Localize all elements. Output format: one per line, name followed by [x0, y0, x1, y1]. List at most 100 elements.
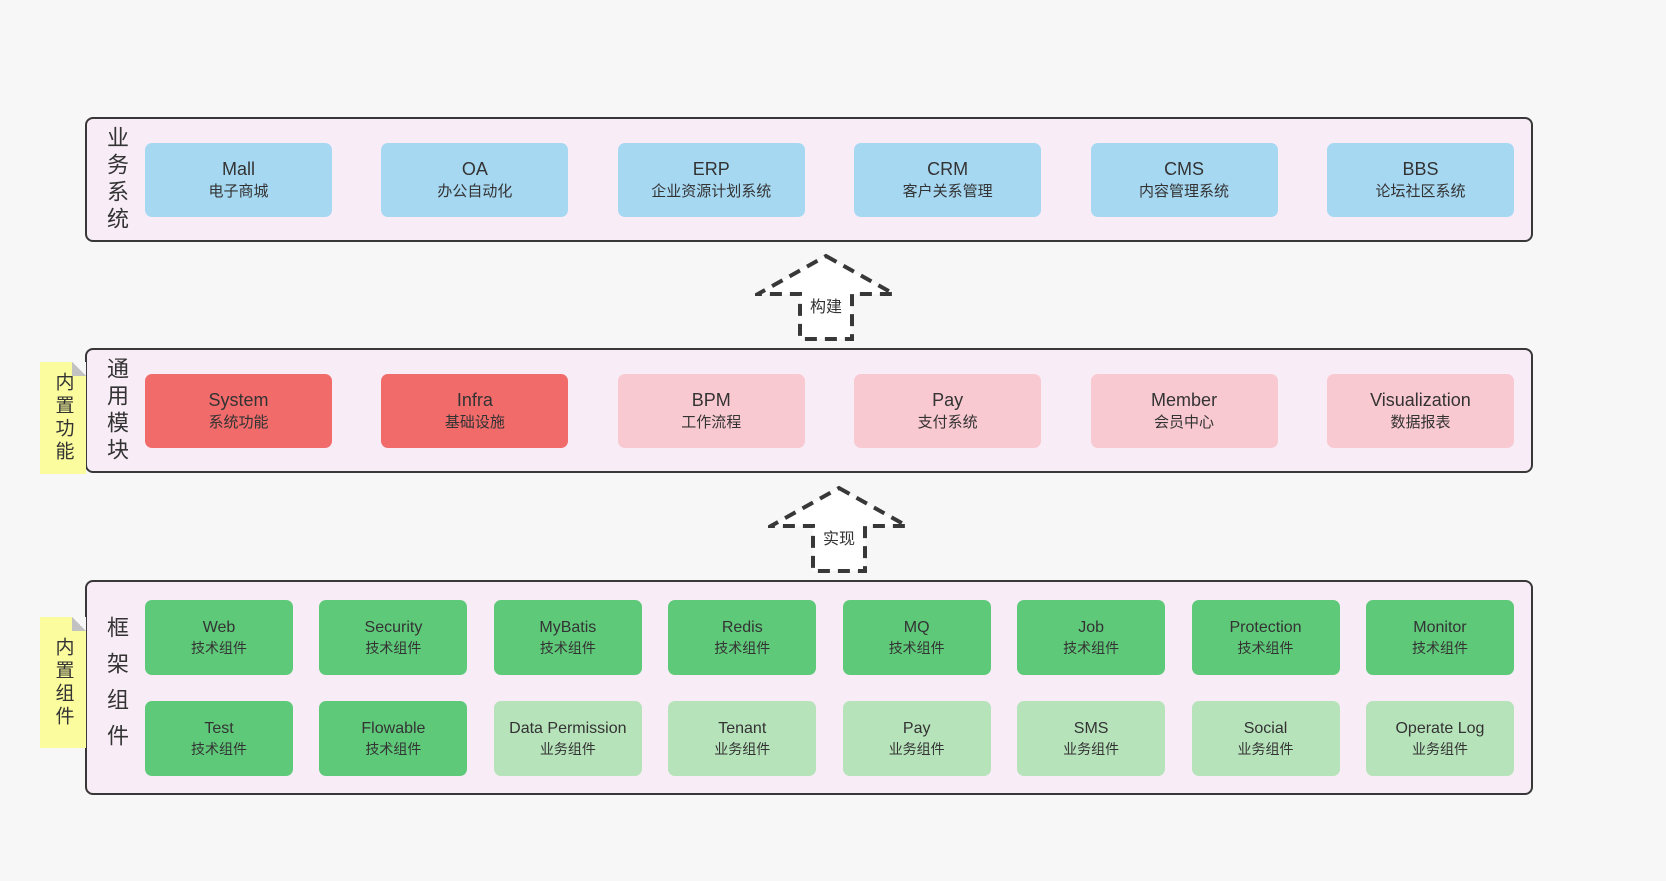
box-title: Mall: [221, 158, 255, 179]
box-title: BBS: [1402, 158, 1439, 179]
band-components-label: 框架组件: [104, 615, 129, 760]
box-subtitle: 客户关系管理: [902, 183, 993, 201]
folded-corner-icon: [72, 362, 86, 376]
box-redis: Redis 技术组件: [668, 599, 817, 675]
box-tenant: Tenant 业务组件: [668, 700, 817, 776]
band-components-label-wrap: 框架组件: [87, 582, 145, 793]
box-bpm: BPM 工作流程: [617, 373, 805, 448]
box-crm: CRM 客户关系管理: [854, 142, 1042, 217]
box-security: Security 技术组件: [319, 599, 468, 675]
build-arrow-icon: 构建: [755, 253, 897, 341]
box-social: Social 业务组件: [1191, 700, 1340, 776]
box-subtitle: 业务组件: [1411, 740, 1468, 757]
box-subtitle: 基础设施: [444, 414, 505, 432]
band-business-systems: 业务系统 Mall 电子商城 OA 办公自动化 ERP 企业资源计划系统 CRM…: [85, 117, 1533, 242]
box-subtitle: 论坛社区系统: [1375, 183, 1466, 201]
box-title: MQ: [903, 618, 930, 636]
box-subtitle: 业务组件: [539, 740, 596, 757]
box-title: BPM: [691, 389, 731, 410]
box-title: CRM: [927, 158, 969, 179]
box-subtitle: 办公自动化: [437, 183, 513, 201]
box-subtitle: 支付系统: [917, 414, 978, 432]
box-subtitle: 企业资源计划系统: [651, 183, 772, 201]
box-title: Pay: [902, 719, 931, 737]
component-boxes: Web 技术组件 Security 技术组件 MyBatis 技术组件 Redi…: [145, 582, 1531, 793]
component-row-2: Test 技术组件 Flowable 技术组件 Data Permission …: [145, 700, 1514, 776]
band-modules-label: 通用模块: [104, 356, 129, 465]
box-operate-log: Operate Log 业务组件: [1365, 700, 1514, 776]
box-mall: Mall 电子商城: [145, 142, 332, 217]
box-title: Redis: [721, 618, 763, 636]
business-boxes: Mall 电子商城 OA 办公自动化 ERP 企业资源计划系统 CRM 客户关系…: [145, 119, 1531, 240]
box-mq: MQ 技术组件: [842, 599, 991, 675]
box-subtitle: 内容管理系统: [1139, 183, 1230, 201]
box-title: CMS: [1164, 158, 1205, 179]
arrow-label: 构建: [810, 298, 842, 316]
box-title: Security: [364, 618, 423, 636]
box-title: Social: [1243, 719, 1288, 737]
sticky-note-builtin-components: 内置组件: [40, 617, 86, 748]
box-bbs: BBS 论坛社区系统: [1326, 142, 1514, 217]
sticky-note-builtin-features: 内置功能: [40, 362, 86, 474]
box-title: Tenant: [718, 719, 767, 737]
box-subtitle: 技术组件: [365, 639, 422, 656]
box-title: Test: [204, 719, 234, 737]
module-boxes: System 系统功能 Infra 基础设施 BPM 工作流程 Pay 支付系统…: [145, 350, 1531, 471]
box-mybatis: MyBatis 技术组件: [493, 599, 642, 675]
box-subtitle: 系统功能: [208, 414, 269, 432]
sticky-note-text: 内置组件: [52, 636, 74, 729]
box-title: Job: [1078, 618, 1104, 636]
folded-corner-icon: [72, 617, 86, 631]
box-title: ERP: [692, 158, 730, 179]
box-subtitle: 业务组件: [888, 740, 945, 757]
box-system: System 系统功能: [145, 373, 332, 448]
box-title: Visualization: [1370, 389, 1471, 410]
box-visualization: Visualization 数据报表: [1326, 373, 1514, 448]
box-title: Operate Log: [1395, 719, 1485, 737]
implement-arrow-icon: 实现: [768, 485, 910, 573]
box-web: Web 技术组件: [145, 599, 293, 675]
box-protection: Protection 技术组件: [1191, 599, 1340, 675]
component-row-1: Web 技术组件 Security 技术组件 MyBatis 技术组件 Redi…: [145, 599, 1514, 675]
arrow-shape: [768, 485, 910, 573]
box-subtitle: 数据报表: [1390, 414, 1451, 432]
box-erp: ERP 企业资源计划系统: [617, 142, 805, 217]
box-subtitle: 技术组件: [191, 639, 247, 656]
box-flowable: Flowable 技术组件: [319, 700, 468, 776]
box-title: System: [208, 389, 269, 410]
box-oa: OA 办公自动化: [381, 142, 569, 217]
box-monitor: Monitor 技术组件: [1365, 599, 1514, 675]
box-subtitle: 业务组件: [714, 740, 771, 757]
box-sms: SMS 业务组件: [1017, 700, 1166, 776]
box-title: SMS: [1073, 719, 1109, 737]
box-data-permission: Data Permission 业务组件: [493, 700, 642, 776]
box-subtitle: 工作流程: [681, 414, 742, 432]
box-job: Job 技术组件: [1017, 599, 1166, 675]
box-subtitle: 业务组件: [1063, 740, 1120, 757]
band-modules-label-wrap: 通用模块: [87, 350, 145, 471]
box-subtitle: 技术组件: [191, 740, 247, 757]
box-subtitle: 电子商城: [208, 183, 269, 201]
band-framework-components: 内置组件 框架组件 Web 技术组件 Security 技术组件 MyBatis…: [40, 580, 1533, 795]
box-subtitle: 技术组件: [714, 639, 771, 656]
box-title: Member: [1151, 389, 1218, 410]
box-title: Infra: [456, 389, 493, 410]
box-cms: CMS 内容管理系统: [1090, 142, 1278, 217]
box-title: Protection: [1229, 618, 1302, 636]
box-title: Monitor: [1413, 618, 1467, 636]
band-business-label-wrap: 业务系统: [87, 119, 145, 240]
box-member: Member 会员中心: [1090, 373, 1278, 448]
box-pay-component: Pay 业务组件: [842, 700, 991, 776]
arrow-shape: [755, 253, 897, 341]
box-subtitle: 技术组件: [1411, 639, 1468, 656]
box-subtitle: 技术组件: [1237, 639, 1294, 656]
box-title: MyBatis: [539, 618, 597, 636]
box-subtitle: 会员中心: [1154, 414, 1215, 432]
box-title: Web: [202, 618, 236, 636]
arrow-label: 实现: [823, 530, 855, 548]
box-subtitle: 技术组件: [365, 740, 422, 757]
box-subtitle: 技术组件: [1063, 639, 1120, 656]
box-subtitle: 业务组件: [1237, 740, 1294, 757]
box-test: Test 技术组件: [145, 700, 293, 776]
